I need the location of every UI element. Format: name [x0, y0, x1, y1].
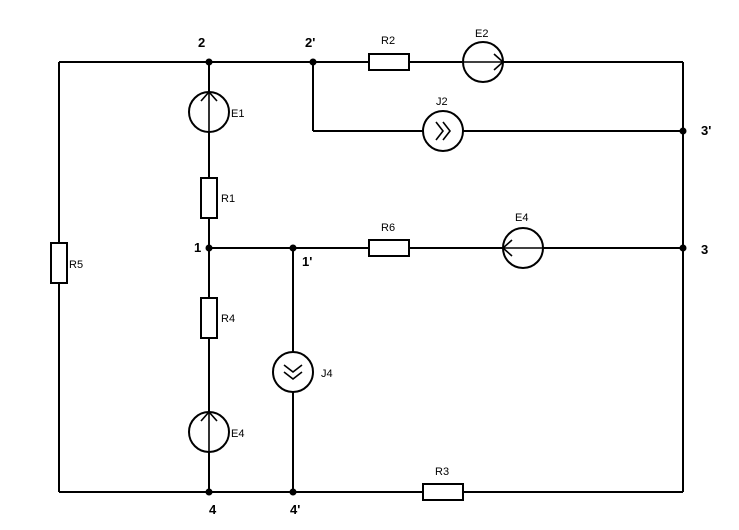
component-label-e4-vertical: E4 — [231, 428, 244, 440]
wires — [58, 61, 684, 493]
current-source-j2 — [422, 110, 464, 152]
node-label-2p: 2' — [305, 35, 315, 50]
junction-dot-1 — [205, 244, 213, 252]
current-source-j4 — [272, 351, 314, 393]
voltage-source-e4-vertical — [188, 410, 230, 453]
voltage-source-e1 — [188, 90, 230, 133]
junction-dot-1p — [289, 244, 297, 252]
voltage-source-e4-horizontal — [501, 227, 544, 269]
resistor-r6 — [368, 239, 410, 257]
junction-dot-4p — [289, 488, 297, 496]
resistor-r5 — [50, 242, 68, 284]
junction-dot-3 — [679, 244, 687, 252]
junction-dot-2 — [205, 58, 213, 66]
junction-dot-4 — [205, 488, 213, 496]
resistor-r3 — [422, 483, 464, 501]
component-label-r1: R1 — [221, 193, 235, 205]
node-label-1: 1 — [194, 240, 201, 255]
resistor-r1 — [200, 177, 218, 219]
node-label-2: 2 — [198, 35, 205, 50]
component-label-e2: E2 — [475, 28, 488, 40]
junction-dot-2p — [309, 58, 317, 66]
junction-dot-3p — [679, 127, 687, 135]
node-label-4: 4 — [209, 502, 217, 517]
node-label-1p: 1' — [302, 254, 312, 269]
component-label-e4-horizontal: E4 — [515, 212, 528, 224]
voltage-source-e2 — [462, 41, 505, 83]
resistor-r2 — [368, 53, 410, 71]
component-label-j4: J4 — [321, 368, 333, 380]
component-label-r2: R2 — [381, 35, 395, 47]
resistor-r4 — [200, 297, 218, 339]
node-label-3: 3 — [701, 242, 708, 257]
component-label-r6: R6 — [381, 222, 395, 234]
component-label-r5: R5 — [69, 259, 83, 271]
component-label-r3: R3 — [435, 466, 449, 478]
component-label-j2: J2 — [436, 96, 448, 108]
node-label-3p: 3' — [701, 123, 711, 138]
node-label-4p: 4' — [290, 502, 300, 517]
component-label-r4: R4 — [221, 313, 235, 325]
component-label-e1: E1 — [231, 108, 244, 120]
